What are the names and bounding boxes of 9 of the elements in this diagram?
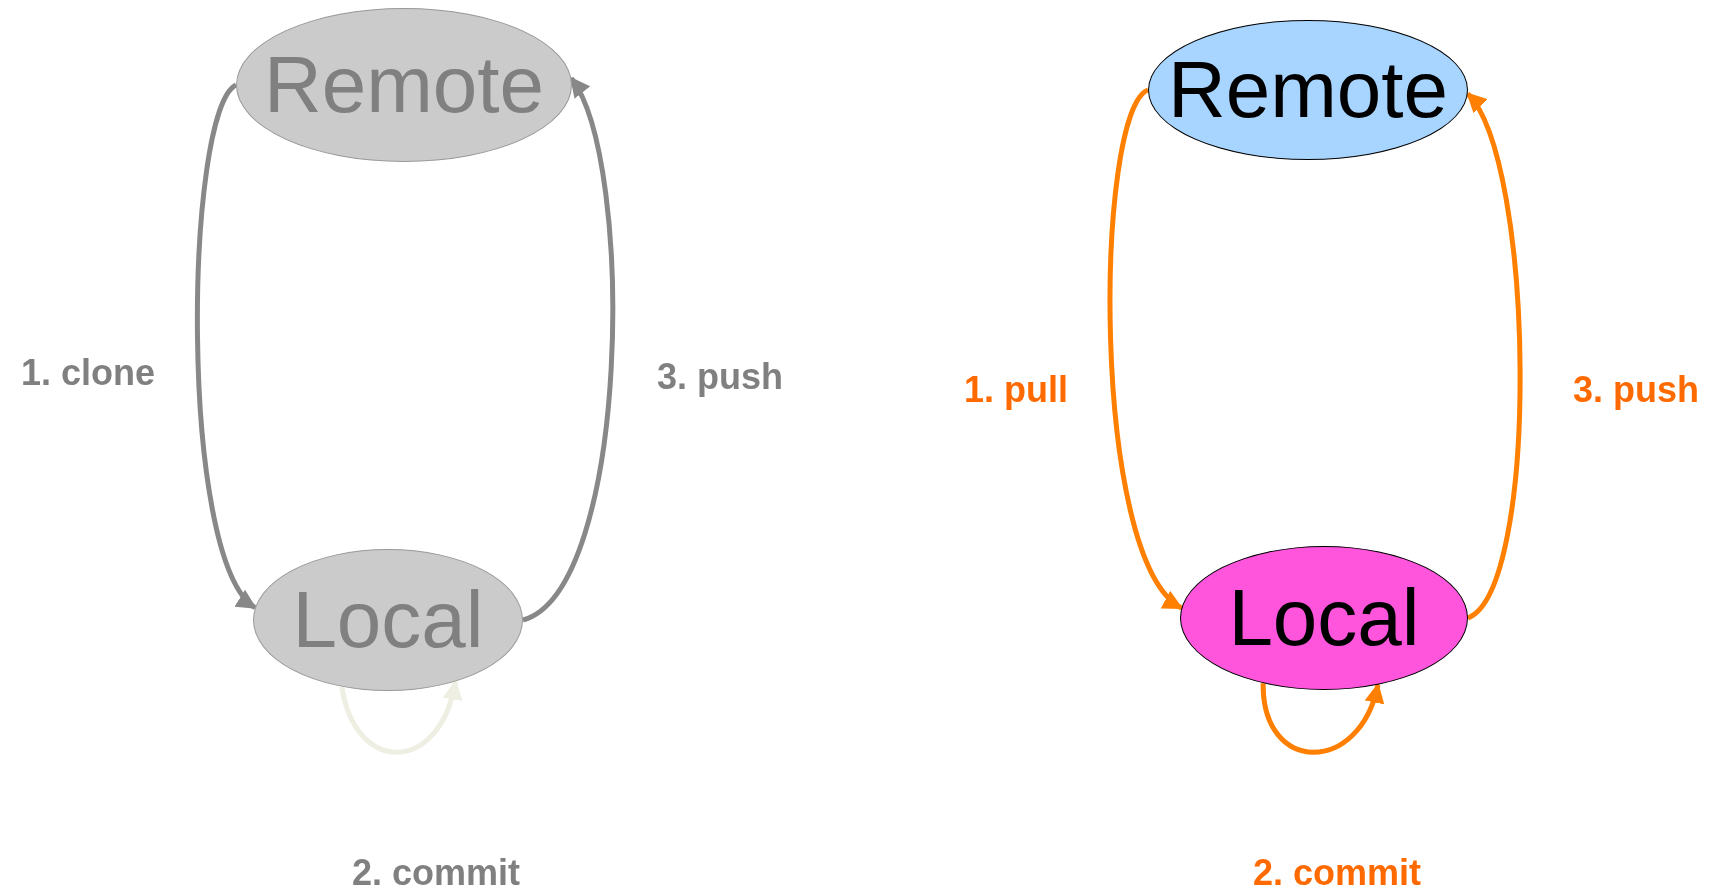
curved-arrow xyxy=(1465,92,1523,620)
node-label: Local xyxy=(1228,578,1420,658)
curved-arrow xyxy=(195,83,257,610)
curved-arrow xyxy=(521,76,616,623)
node-label: Local xyxy=(292,580,484,660)
curved-arrow xyxy=(1260,682,1383,755)
node-label: Remote xyxy=(263,45,545,125)
node-label: Remote xyxy=(1167,50,1449,130)
curved-arrow xyxy=(339,679,461,755)
